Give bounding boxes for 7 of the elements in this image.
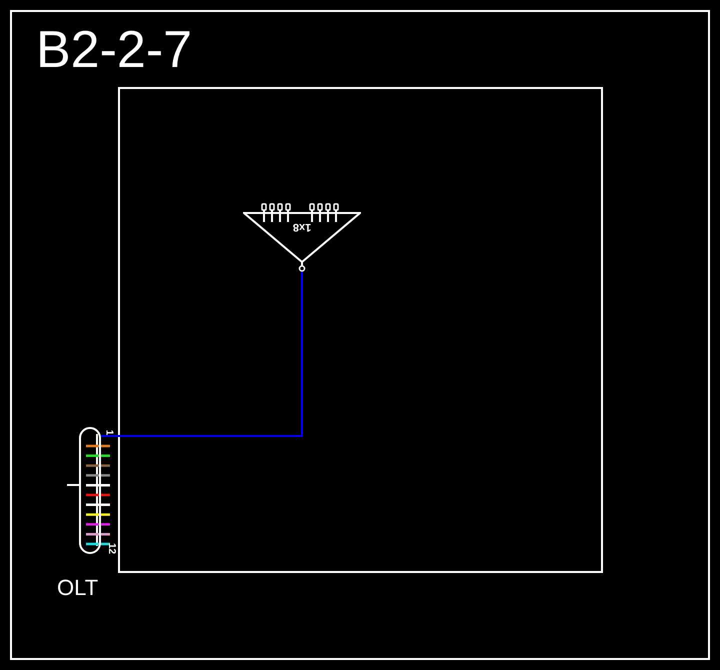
splitter-ratio: 1x8 xyxy=(292,221,312,233)
port-number: 12 xyxy=(106,542,118,554)
port-number: 1 xyxy=(103,430,114,436)
diagram-title: B2-2-7 xyxy=(36,20,192,80)
olt-label: OLT xyxy=(57,575,98,601)
fiber-connection xyxy=(101,272,303,437)
building-outline xyxy=(118,87,603,573)
